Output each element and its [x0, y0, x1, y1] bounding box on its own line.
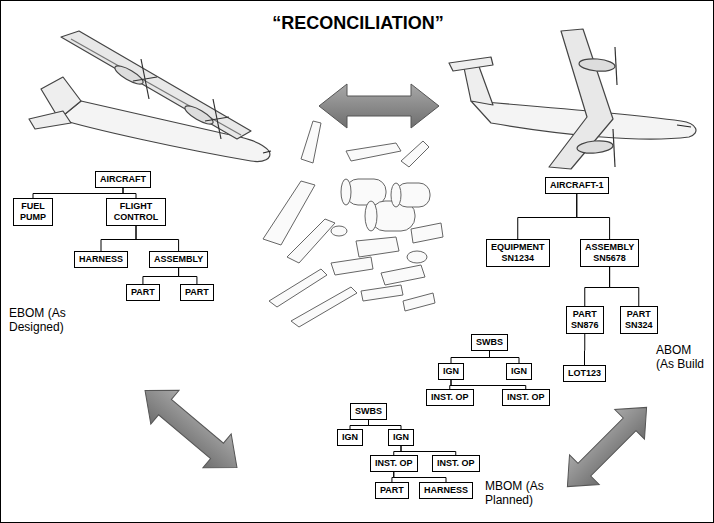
bom-box: HARNESS [74, 251, 128, 268]
tree-connector [577, 194, 610, 239]
bom-label: ABOM (As Build [656, 343, 710, 371]
box-text: EQUIPMENT [491, 242, 545, 253]
bom-box: HARNESS [419, 482, 473, 499]
bom-box: INST. OP [426, 389, 474, 406]
box-text: PART [625, 309, 653, 320]
box-text: ASSEMBLY [585, 242, 634, 253]
box-text: PART [571, 309, 599, 320]
bom-box: ASSEMBLY [149, 251, 208, 268]
box-text: INST. OP [431, 392, 469, 403]
reconciliation-arrow [553, 393, 662, 502]
bom-box: IGN [337, 429, 363, 446]
airplane-left [29, 31, 271, 162]
tree-connector [143, 268, 179, 284]
bom-box: FLIGHT CONTROL [106, 198, 166, 226]
exploded-parts [263, 121, 443, 327]
box-text: SN5678 [585, 253, 634, 264]
tree-connector [101, 226, 136, 251]
tree-connector [490, 351, 520, 363]
diagram-title: “RECONCILIATION” [1, 13, 714, 34]
reconciliation-arrow [319, 84, 439, 128]
bom-label: MBOM (As Planned) [485, 479, 563, 507]
bom-box: LOT123 [563, 365, 606, 382]
tree-connector [584, 334, 585, 365]
box-text: INST. OP [437, 458, 475, 469]
tree-connector [401, 446, 456, 455]
box-text: AIRCRAFT-1 [550, 180, 604, 191]
box-text: SWBS [476, 337, 503, 348]
tree-connector [585, 267, 610, 306]
bom-box: IGN [438, 363, 464, 380]
box-text: SN1234 [491, 253, 545, 264]
bom-box: PARTSN324 [620, 306, 658, 334]
tree-connector [369, 420, 402, 429]
bom-box: ASSEMBLYSN5678 [580, 239, 639, 267]
tree-connector [394, 446, 401, 455]
box-text: AIRCRAFT [100, 174, 146, 185]
box-text: INST. OP [507, 392, 545, 403]
tree-connector [123, 188, 136, 198]
bom-box: PARTSN876 [566, 306, 604, 334]
tree-connector [136, 226, 179, 251]
bom-box: INST. OP [370, 455, 418, 472]
bom-box: IGN [506, 363, 532, 380]
box-text: IGN [443, 366, 459, 377]
box-text: IGN [511, 366, 527, 377]
box-text: INST. OP [375, 458, 413, 469]
bom-label: EBOM (As Designed) [9, 306, 93, 334]
box-text: FUEL PUMP [18, 201, 48, 223]
airplane-right [449, 29, 696, 169]
box-text: SN324 [625, 320, 653, 331]
tree-connector [518, 194, 577, 239]
tree-connector [179, 268, 197, 284]
box-text: SWBS [355, 406, 382, 417]
box-text: ASSEMBLY [154, 254, 203, 265]
box-text: PART [185, 287, 209, 298]
bom-box: PART [180, 284, 214, 301]
tree-connector [610, 267, 639, 306]
bom-box: FUEL PUMP [13, 198, 53, 226]
box-text: PART [380, 485, 404, 496]
bom-box: EQUIPMENTSN1234 [486, 239, 550, 267]
bom-box: INST. OP [502, 389, 550, 406]
box-text: HARNESS [79, 254, 123, 265]
box-text: HARNESS [424, 485, 468, 496]
tree-connector [350, 420, 368, 429]
reconciliation-arrow [131, 374, 251, 485]
tree-connector [451, 351, 489, 363]
bom-box: AIRCRAFT-1 [545, 177, 609, 194]
box-text: FLIGHT CONTROL [111, 201, 161, 223]
box-text: PART [131, 287, 155, 298]
tree-connector [394, 472, 446, 482]
bom-box: INST. OP [432, 455, 480, 472]
bom-box: SWBS [471, 334, 508, 351]
box-text: IGN [393, 432, 409, 443]
bom-box: PART [126, 284, 160, 301]
box-text: LOT123 [568, 368, 601, 379]
bom-box: SWBS [350, 403, 387, 420]
box-text: IGN [342, 432, 358, 443]
bom-box: IGN [388, 429, 414, 446]
bom-box: PART [375, 482, 409, 499]
tree-connector [33, 188, 123, 198]
bom-box: AIRCRAFT [95, 171, 151, 188]
tree-connector [451, 380, 526, 389]
box-text: SN876 [571, 320, 599, 331]
